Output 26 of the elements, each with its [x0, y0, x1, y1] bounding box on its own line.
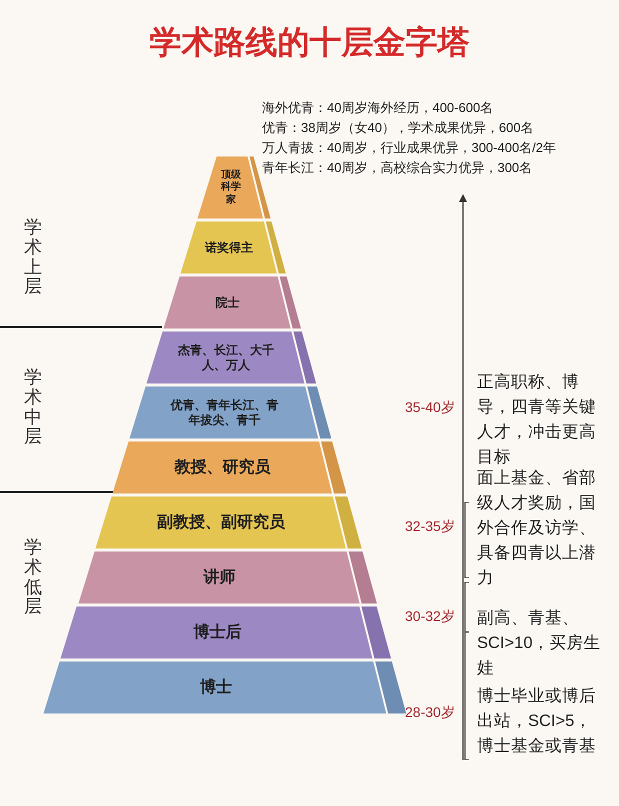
stage-description: 博士毕业或博后出站，SCI>5，博士基金或青基 [477, 686, 597, 757]
layer-label: 诺奖得主 [204, 240, 254, 255]
note-text: 青年长江：40周岁，高校综合实力优异，300名 [262, 159, 532, 177]
tier-label: 学术中层 [24, 368, 42, 448]
stage-description: 副高、青基、SCI>10，买房生娃 [477, 608, 602, 679]
layer-label: 优青、青年长江、青年拔尖、青千 [169, 398, 280, 428]
layer-label: 博士 [199, 678, 234, 698]
layer-label: 博士后 [192, 622, 243, 642]
note-text: 万人青拔：40周岁，行业成果优异，300-400名/2年 [262, 139, 556, 157]
age-label: 30-32岁 [405, 607, 455, 626]
tier-label: 学术上层 [24, 218, 42, 298]
layer-label: 讲师 [202, 568, 236, 588]
layer-label: 教授、研究员 [173, 458, 272, 478]
stage-description: 正高职称、博导，四青等关键人才，冲击更高目标 [477, 372, 597, 468]
note-text: 海外优青：40周岁海外经历，400-600名 [262, 99, 494, 117]
layer-label: 杰青、长江、大千人、万人 [176, 342, 275, 372]
stage-description: 面上基金、省部级人才奖励，国外合作及访学、具备四青以上潜力 [477, 468, 597, 589]
layer-label: 顶级科学家 [220, 168, 242, 206]
note-text: 优青：38周岁（女40），学术成果优异，600名 [262, 119, 534, 137]
tier-label: 学术低层 [24, 538, 42, 618]
age-label: 35-40岁 [405, 398, 455, 417]
layer-label: 副教授、副研究员 [156, 512, 286, 532]
title: 学术路线的十层金字塔 [148, 22, 470, 63]
age-label: 28-30岁 [405, 703, 455, 722]
layer-label: 院士 [214, 295, 241, 310]
age-label: 32-35岁 [405, 517, 455, 536]
